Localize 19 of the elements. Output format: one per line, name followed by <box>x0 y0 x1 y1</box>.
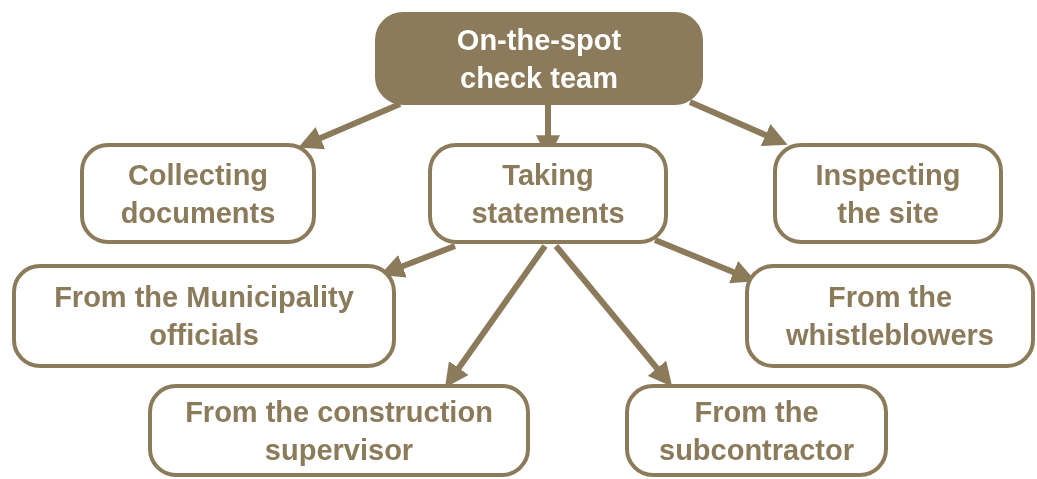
arrow <box>553 244 673 387</box>
arrow <box>688 99 788 147</box>
node-label: From the subcontractor <box>658 394 855 468</box>
node-label: Collecting documents <box>119 157 277 231</box>
node-label: Inspecting the site <box>814 157 962 231</box>
rounded-box <box>80 143 316 244</box>
node-label: From the whistleblowers <box>785 280 995 353</box>
node-label: From the Municipality officials <box>53 280 355 353</box>
node-label: Taking statements <box>470 157 626 231</box>
rounded-box <box>428 143 668 244</box>
rounded-box <box>745 264 1035 368</box>
node-label: On-the-spot check team <box>455 22 623 96</box>
arrow <box>298 101 402 150</box>
rounded-box <box>625 384 888 477</box>
rounded-box <box>148 384 530 477</box>
rounded-box <box>12 264 396 368</box>
title-box <box>375 12 703 105</box>
rounded-box <box>773 143 1003 244</box>
node-label: From the construction supervisor <box>184 394 494 468</box>
